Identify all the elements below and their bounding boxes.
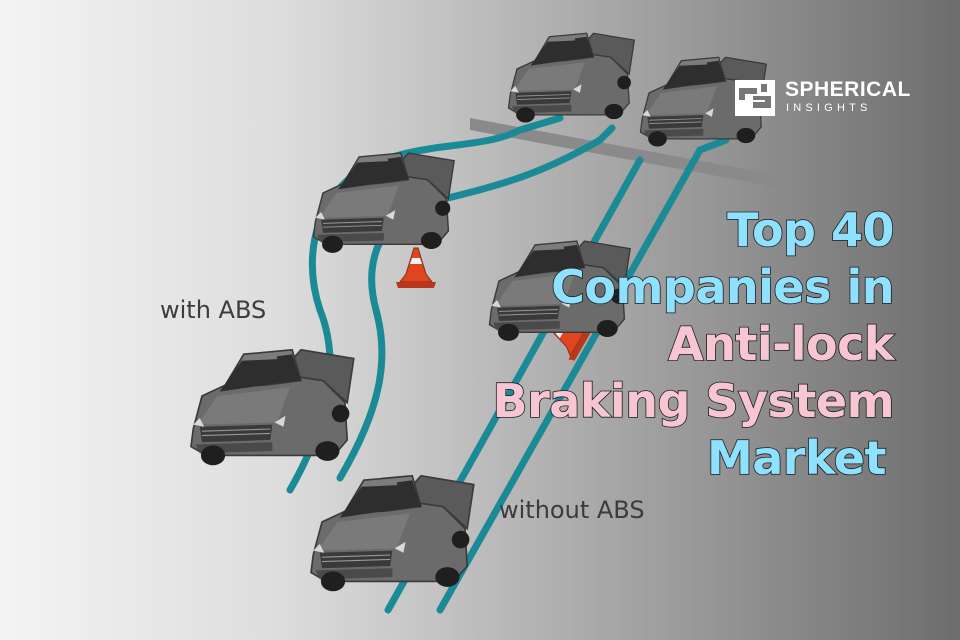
truck-abs-start [190, 348, 355, 467]
stop-line [470, 118, 782, 188]
brand-logo: SPHERICAL INSIGHTS [735, 78, 915, 120]
brand-subname: INSIGHTS [786, 102, 872, 114]
headline-line-2: Companies in [550, 259, 895, 315]
truck-no-abs-start [310, 474, 475, 593]
headline-line-3: Anti-lock [667, 316, 895, 372]
with-abs-label: with ABS [160, 296, 267, 324]
spherical-insights-logo-icon [735, 80, 775, 116]
brand-name: SPHERICAL [785, 78, 911, 101]
headline-line-1: Top 40 [726, 202, 895, 258]
headline: Top 40 Companies in Anti-lock Braking Sy… [492, 202, 896, 487]
traffic-cone [395, 247, 437, 289]
headline-line-5: Market [706, 430, 887, 486]
without-abs-label: without ABS [499, 496, 645, 524]
truck-abs-end [507, 32, 635, 124]
headline-line-4: Braking System [492, 373, 896, 429]
truck-abs-swerve [312, 152, 455, 254]
